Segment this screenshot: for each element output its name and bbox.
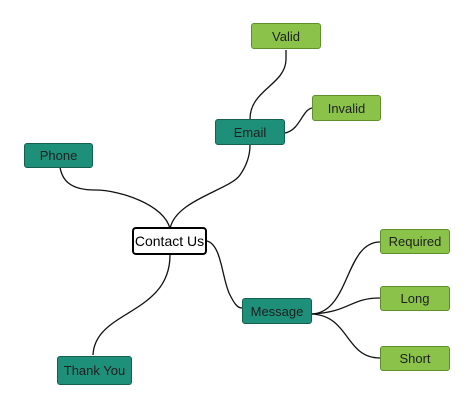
edge-message-required: [311, 241, 381, 315]
edge-root-thankyou: [92, 254, 171, 356]
leaf-node-label: Invalid: [327, 100, 366, 116]
branch-node-phone[interactable]: Phone: [24, 143, 93, 168]
branch-node-label: Message: [250, 303, 304, 319]
leaf-node-label: Long: [400, 291, 430, 306]
leaf-node-long[interactable]: Long: [380, 286, 450, 311]
edge-root-email: [169, 144, 251, 230]
leaf-node-label: Short: [399, 351, 431, 366]
leaf-node-invalid[interactable]: Invalid: [312, 95, 381, 121]
leaf-node-label: Required: [388, 234, 442, 249]
branch-node-label: Email: [233, 124, 267, 140]
branch-node-email[interactable]: Email: [215, 119, 285, 145]
edge-message-long: [311, 297, 381, 315]
branch-node-thank-you[interactable]: Thank You: [57, 356, 132, 385]
root-node-contact-us[interactable]: Contact Us: [132, 227, 207, 255]
branch-node-message[interactable]: Message: [242, 298, 312, 324]
leaf-node-label: Valid: [272, 28, 300, 44]
edge-root-message: [206, 240, 243, 309]
edge-email-invalid: [284, 107, 313, 134]
edge-email-valid: [249, 50, 287, 120]
leaf-node-short[interactable]: Short: [380, 346, 450, 371]
leaf-node-required[interactable]: Required: [380, 229, 450, 254]
edge-message-short: [311, 313, 381, 359]
leaf-node-valid[interactable]: Valid: [251, 23, 321, 49]
branch-node-label: Thank You: [63, 363, 126, 378]
branch-node-label: Phone: [39, 148, 78, 163]
edge-root-phone: [59, 166, 171, 230]
root-node-label: Contact Us: [134, 233, 205, 249]
